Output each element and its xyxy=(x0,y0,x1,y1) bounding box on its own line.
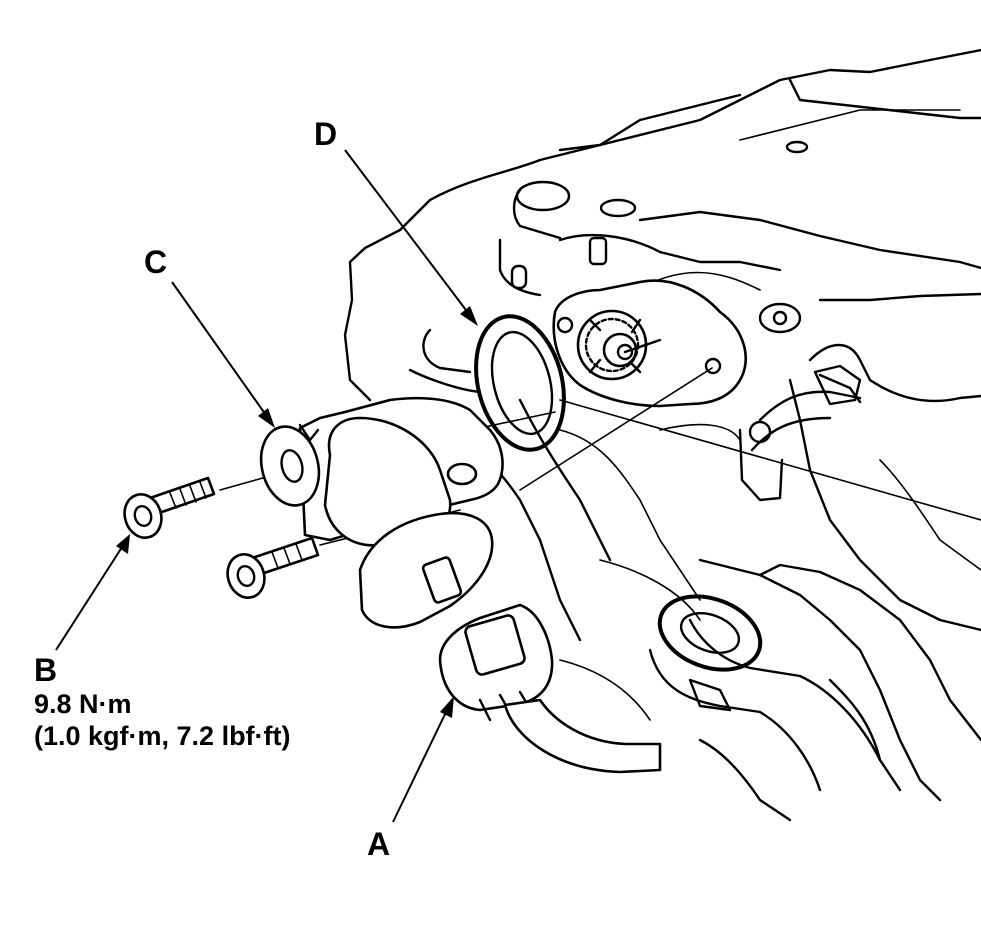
torque-spec-alt-units: (1.0 kgf·m, 7.2 lbf·ft) xyxy=(34,721,291,751)
sensor-c xyxy=(259,396,504,629)
callout-d: D xyxy=(314,116,338,152)
upper-bolt xyxy=(123,476,216,539)
drive-gear xyxy=(576,309,662,381)
lower-bolt xyxy=(226,536,320,599)
hose-clip xyxy=(750,364,862,452)
leader-b xyxy=(55,534,130,651)
sensor-mounting-boss xyxy=(552,279,747,408)
leader-a xyxy=(392,696,454,823)
callout-b: B xyxy=(34,652,58,688)
callout-c: C xyxy=(144,244,168,280)
callout-a: A xyxy=(367,826,391,862)
leader-c xyxy=(171,281,275,428)
connector-a xyxy=(438,603,662,774)
o-ring-d xyxy=(474,314,566,452)
hose xyxy=(648,594,882,792)
torque-spec-metric: 9.8 N·m xyxy=(34,689,132,719)
leader-d xyxy=(344,149,478,326)
bolts-b xyxy=(123,476,320,599)
